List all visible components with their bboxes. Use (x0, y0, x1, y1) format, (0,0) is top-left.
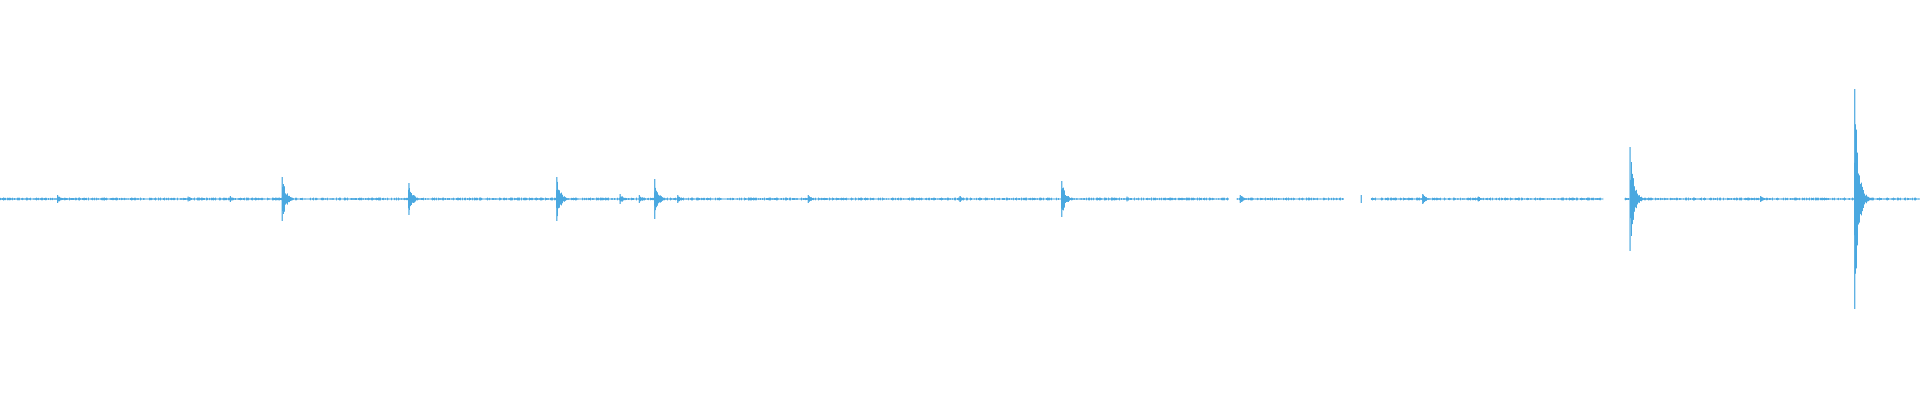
waveform-trace (0, 124, 1920, 274)
waveform-silence-gap (1344, 197, 1371, 201)
waveform-samples (0, 89, 1920, 309)
waveform-silence-gap (1228, 197, 1237, 201)
waveform-silence-gap (1603, 197, 1625, 201)
